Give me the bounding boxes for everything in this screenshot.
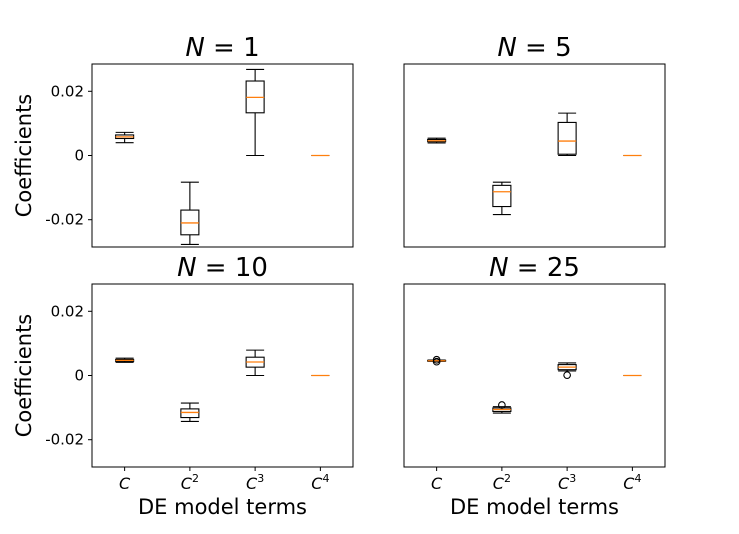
- subplot-title: N = 5: [497, 33, 571, 63]
- title-value: = 10: [197, 253, 268, 283]
- x-axis-label: DE model terms: [138, 495, 307, 519]
- x-tick-base: C: [558, 474, 570, 493]
- box-2: [180, 181, 200, 245]
- x-tick-base: C: [623, 474, 635, 493]
- x-axis-label: DE model terms: [450, 495, 619, 519]
- x-tick-label: C4: [623, 472, 641, 493]
- axes-frame: [403, 283, 666, 468]
- x-tick-base: C: [119, 474, 131, 493]
- box-3: [557, 112, 577, 157]
- x-tick-base: C: [181, 474, 193, 493]
- title-value: = 5: [517, 33, 572, 63]
- box-1: [115, 131, 135, 144]
- title-variable: N: [497, 33, 516, 63]
- box-3: [245, 68, 265, 157]
- x-tick-exponent: 4: [634, 472, 641, 485]
- box-3: [557, 362, 577, 380]
- x-tick-label: C2: [181, 472, 199, 493]
- y-tick-label: -0.02: [45, 431, 84, 449]
- box-2: [180, 402, 200, 422]
- box-2: [492, 401, 512, 414]
- x-tick-label: C: [119, 474, 131, 493]
- x-tick-label: C2: [493, 472, 511, 493]
- x-tick-base: C: [431, 474, 443, 493]
- title-variable: N: [489, 253, 508, 283]
- outlier-point: [432, 357, 441, 366]
- x-tick-base: C: [246, 474, 258, 493]
- box-body: [180, 408, 200, 419]
- x-tick-exponent: 2: [504, 472, 511, 485]
- x-tick-label: C4: [311, 472, 329, 493]
- y-tick-label: 0.02: [51, 302, 84, 320]
- box-2: [492, 181, 512, 216]
- box-1: [427, 355, 447, 366]
- y-tick-label: 0.02: [51, 82, 84, 100]
- y-axis-label: Coefficients: [12, 94, 36, 218]
- x-tick-exponent: 3: [569, 472, 576, 485]
- box-1: [427, 137, 447, 144]
- y-tick-label: 0: [74, 147, 84, 165]
- x-tick-exponent: 3: [257, 472, 264, 485]
- axes-frame: [403, 63, 666, 248]
- subplot-title: N = 1: [185, 33, 259, 63]
- title-variable: N: [185, 33, 204, 63]
- y-tick-label: -0.02: [45, 211, 84, 229]
- y-axis-label: Coefficients: [12, 314, 36, 438]
- x-tick-label: C3: [558, 472, 576, 493]
- x-tick-exponent: 2: [192, 472, 199, 485]
- y-tick-label: 0: [74, 367, 84, 385]
- outlier-point: [498, 401, 506, 409]
- x-tick-base: C: [311, 474, 323, 493]
- subplot-title: N = 10: [177, 253, 268, 283]
- title-value: = 1: [205, 33, 260, 63]
- box-body: [557, 121, 577, 155]
- subplot-2: N = 5: [403, 33, 666, 248]
- x-tick-label: C3: [246, 472, 264, 493]
- box-body: [492, 184, 512, 208]
- box-1: [115, 357, 135, 363]
- title-variable: N: [177, 253, 196, 283]
- x-tick-label: C: [431, 474, 443, 493]
- box-3: [245, 349, 265, 377]
- title-value: = 25: [509, 253, 580, 283]
- subplot-1: N = 1 0.02 0 -0.02 Coefficients: [12, 33, 354, 248]
- outlier-point: [563, 371, 571, 380]
- x-tick-exponent: 4: [322, 472, 329, 485]
- subplot-title: N = 25: [489, 253, 580, 283]
- x-tick-base: C: [493, 474, 505, 493]
